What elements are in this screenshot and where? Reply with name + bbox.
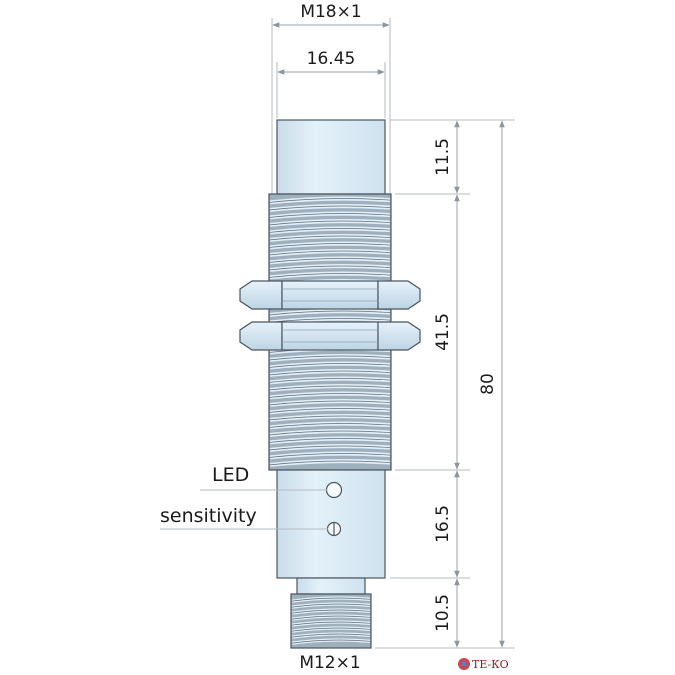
body-width-label: 16.45	[307, 49, 356, 69]
dim-thread-length: 41.5	[433, 313, 453, 351]
led-callout: LED	[212, 464, 249, 486]
dim-face-length: 11.5	[433, 138, 453, 176]
sensor-face	[276, 119, 386, 195]
sensitivity-callout: sensitivity	[160, 505, 257, 527]
dim-total-length: 80	[478, 373, 498, 395]
lock-nut-upper	[239, 280, 421, 310]
connector-collar	[296, 577, 366, 595]
bottom-thread-label: M12×1	[299, 653, 360, 673]
dim-connector-length: 10.5	[433, 594, 453, 632]
logo-text: ТЕ-КО	[472, 658, 509, 671]
dim-housing-length: 16.5	[433, 505, 453, 543]
company-logo: ТЕ-КО	[458, 658, 509, 671]
connector-thread	[290, 593, 372, 649]
led-indicator	[325, 481, 343, 499]
lock-nut-lower	[239, 321, 421, 351]
top-thread-label: M18×1	[300, 2, 361, 22]
